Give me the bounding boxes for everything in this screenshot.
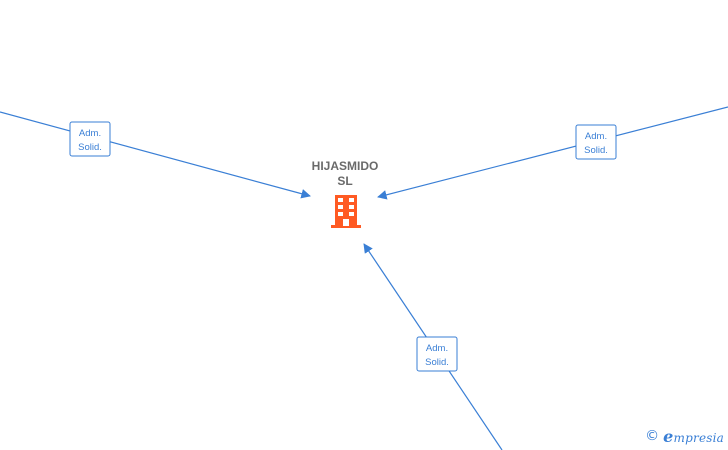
edge-role-line2: Solid. — [78, 142, 102, 153]
edge-administrator-top-right[interactable]: Adm. Solid. — [377, 106, 728, 200]
edge-line — [0, 111, 311, 199]
edge-line — [377, 106, 728, 200]
company-name-line1: HIJASMIDO — [312, 159, 379, 173]
brand-rest: mpresia — [673, 430, 724, 445]
edge-role-label[interactable]: Adm. Solid. — [416, 336, 458, 372]
edge-administrator-top-left[interactable]: Adm. Solid. — [0, 111, 311, 199]
edge-administrator-bottom[interactable]: Adm. Solid. — [363, 243, 503, 450]
edge-role-line2: Solid. — [584, 145, 608, 156]
brand-initial: e — [663, 426, 674, 446]
edge-role-line2: Solid. — [425, 357, 449, 368]
edge-role-box — [69, 121, 111, 157]
edge-role-label[interactable]: Adm. Solid. — [575, 124, 617, 160]
edge-role-line1: Adm. — [79, 128, 101, 139]
edge-role-box — [575, 124, 617, 160]
brand-logo: empresia — [663, 427, 724, 446]
company-name-line2: SL — [337, 174, 352, 188]
edge-role-line1: Adm. — [585, 131, 607, 142]
building-icon — [331, 195, 361, 228]
edge-role-line1: Adm. — [426, 343, 448, 354]
edge-role-box — [416, 336, 458, 372]
brand-watermark: © empresia — [645, 427, 724, 446]
copyright-icon: © — [645, 428, 660, 444]
company-node[interactable]: HIJASMIDO SL — [312, 159, 379, 228]
edge-role-label[interactable]: Adm. Solid. — [69, 121, 111, 157]
